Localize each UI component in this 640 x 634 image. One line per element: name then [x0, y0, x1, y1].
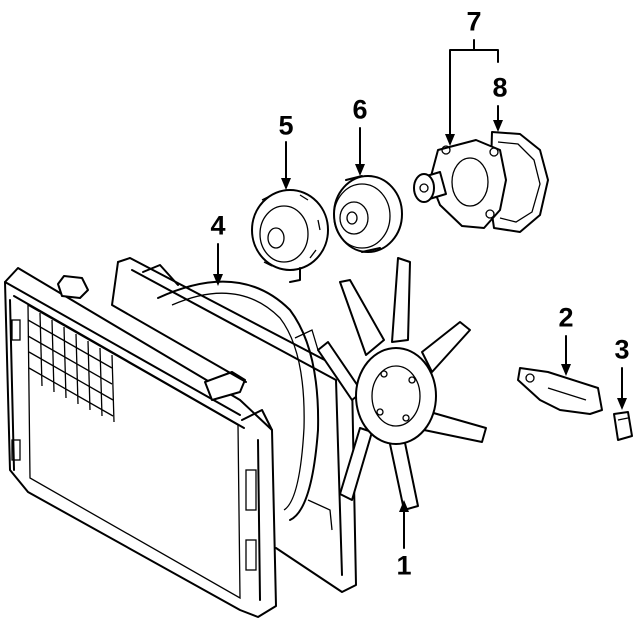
leader-lines	[213, 39, 627, 549]
callout-1: 1	[396, 550, 412, 581]
water-pump	[413, 131, 549, 233]
callout-3: 3	[614, 334, 630, 365]
fan-clutch	[251, 189, 329, 283]
callout-2: 2	[558, 302, 574, 333]
fan-blade	[317, 257, 487, 511]
radiator	[4, 267, 277, 618]
callout-4: 4	[210, 210, 226, 241]
callout-5: 5	[278, 110, 294, 141]
clip	[613, 411, 633, 441]
callout-7: 7	[466, 6, 482, 37]
bracket	[517, 367, 603, 415]
callout-6: 6	[352, 94, 368, 125]
callout-8: 8	[492, 72, 508, 103]
pulley	[333, 175, 403, 253]
